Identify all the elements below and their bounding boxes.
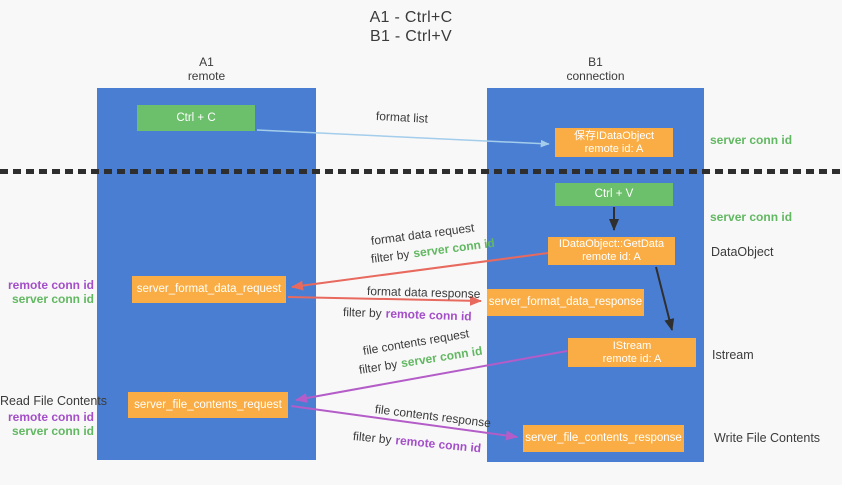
left-read-file-contents-label: Read File Contents [0,394,108,408]
ctrl-v-label: Ctrl + V [594,188,634,200]
save-idataobject-line1: 保存IDataObject [573,129,655,142]
node-server-file-contents-request: server_file_contents_request [128,392,288,418]
filter-by-text: filter by [342,305,382,321]
left-remote-conn-id-2: remote conn id [7,410,94,424]
node-server-format-data-request: server_format_data_request [132,276,286,303]
title-line-2: B1 - Ctrl+V [370,28,452,45]
right-server-conn-id-1: server conn id [710,133,793,147]
node-ctrl-v: Ctrl + V [555,183,673,206]
lane-a1-name: A1 [199,55,214,69]
lane-b1-name: B1 [588,55,603,69]
lane-header-a1: A1 remote [97,55,316,83]
lane-b1-role: connection [566,69,625,83]
remote-conn-id-key: remote conn id [385,306,472,324]
server-file-contents-response-label: server_file_contents_response [525,432,682,444]
session-divider-dotted-line [0,169,842,174]
diagram-title: A1 - Ctrl+C B1 - Ctrl+V [0,8,822,46]
node-server-format-data-response: server_format_data_response [487,289,644,316]
ctrl-c-label: Ctrl + C [176,111,216,124]
filter-by-text: filter by [352,429,393,447]
save-idataobject-line2: remote id: A [584,142,644,155]
lane-header-b1: B1 connection [487,55,704,83]
server-format-data-request-label: server_format_data_request [136,283,282,295]
node-idataobject-getdata: IDataObject::GetData remote id: A [548,237,675,265]
right-write-file-contents-label: Write File Contents [714,431,821,445]
title-line-1: A1 - Ctrl+C [369,9,453,26]
format-data-response-title: format data response [366,284,481,301]
getdata-line1: IDataObject::GetData [558,238,665,250]
left-server-conn-id-2: server conn id [11,424,94,438]
node-istream: IStream remote id: A [568,338,696,367]
file-contents-response-title: file contents response [374,402,492,431]
right-istream-label: Istream [712,348,754,362]
server-format-data-response-label: server_format_data_response [488,296,643,308]
node-save-idataobject: 保存IDataObject remote id: A [555,128,673,157]
node-ctrl-c: Ctrl + C [137,105,255,131]
istream-line1: IStream [612,339,652,352]
filter-by-text: filter by [370,247,411,266]
remote-conn-id-key: remote conn id [394,433,482,456]
node-server-file-contents-response: server_file_contents_response [523,425,684,452]
format-list-label: format list [375,109,429,126]
getdata-line2: remote id: A [582,251,641,263]
filter-by-text: filter by [357,357,399,377]
lane-a1-role: remote [187,69,226,83]
right-dataobject-label: DataObject [711,245,774,259]
server-file-contents-request-label: server_file_contents_request [134,398,282,411]
left-remote-conn-id-1: remote conn id [7,278,94,292]
istream-line2: remote id: A [602,352,662,365]
left-server-conn-id-1: server conn id [11,292,94,306]
right-server-conn-id-2: server conn id [710,210,793,224]
